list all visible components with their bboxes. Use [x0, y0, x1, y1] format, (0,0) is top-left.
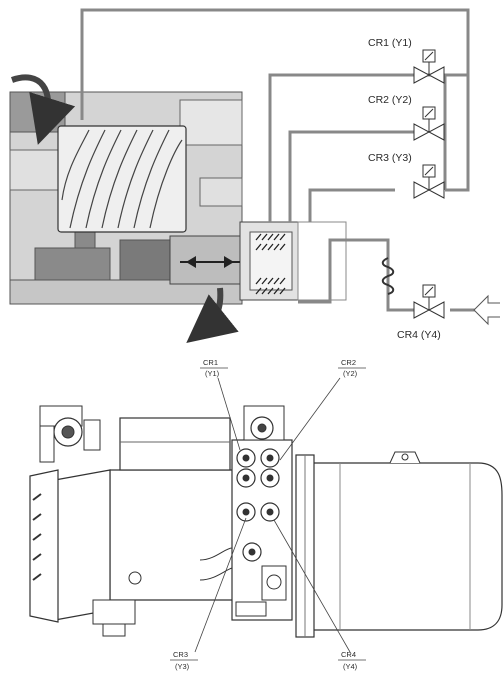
compressor-assembly-drawing: [29, 367, 503, 661]
motor-housing: [295, 451, 503, 638]
schematic: CR1 (Y1) CR2 (Y2) CR3 (Y3) CR4 (Y4): [9, 8, 500, 343]
solenoid-valve-cr1: [413, 49, 445, 84]
suction-service-valve: [39, 405, 101, 463]
screw-rotor: [57, 125, 187, 233]
callout-cr1-coil: (Y1): [205, 369, 220, 378]
callout-cr4-coil: (Y4): [343, 662, 358, 671]
oil-lines: [80, 8, 480, 312]
callout-cr2-coil: (Y2): [343, 369, 358, 378]
callout-cr1-name: CR1: [203, 358, 218, 367]
suction-flow-arrow: [10, 74, 76, 145]
slide-valve-piston: [169, 221, 347, 301]
discharge-flow-arrow: [186, 287, 239, 343]
callout-cr4-name: CR4: [341, 650, 356, 659]
valve-label-cr2: CR2 (Y2): [368, 94, 412, 106]
solenoid-valve-cr2: [413, 106, 445, 141]
oil-inlet-arrow: [473, 294, 500, 326]
valve-label-cr1: CR1 (Y1): [368, 37, 412, 49]
compressor-body: [29, 417, 241, 637]
callout-cr3-name: CR3: [173, 650, 188, 659]
solenoid-valve-cr3: [413, 164, 445, 199]
solenoid-valve-block: [199, 405, 293, 621]
valve-label-cr3: CR3 (Y3): [368, 152, 412, 164]
compressor-callouts: CR1 (Y1) CR2 (Y2) CR3 (Y3) CR4 (Y4): [173, 358, 358, 671]
capillary-coil: [381, 257, 395, 295]
callout-leaders: [170, 367, 366, 661]
solenoid-valve-cr4: [413, 284, 445, 319]
callout-cr2-name: CR2: [341, 358, 356, 367]
valve-label-cr4: CR4 (Y4): [397, 329, 441, 341]
callout-cr3-coil: (Y3): [175, 662, 190, 671]
